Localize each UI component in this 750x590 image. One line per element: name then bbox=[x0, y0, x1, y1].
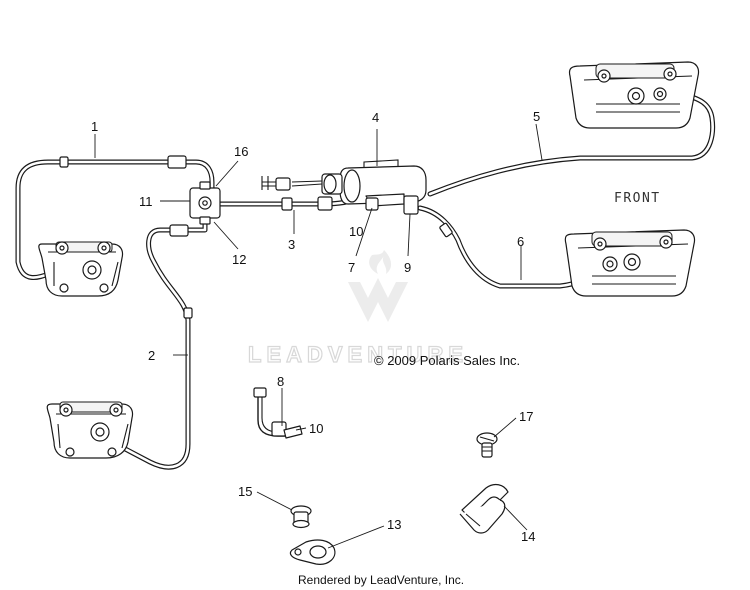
callout-14: 14 bbox=[521, 529, 535, 544]
leadventure-watermark: LEADVENTURE bbox=[247, 250, 468, 368]
callout-2: 2 bbox=[148, 348, 155, 363]
flange-bolt bbox=[290, 505, 312, 529]
copyright-notice: © 2009 Polaris Sales Inc. bbox=[374, 353, 520, 368]
callout-3: 3 bbox=[288, 237, 295, 252]
brake-line-5 bbox=[427, 91, 716, 197]
brake-caliper-upper-right bbox=[568, 61, 700, 129]
brake-caliper-lower-left bbox=[46, 401, 134, 459]
callout-15: 15 bbox=[238, 484, 252, 499]
button-head-screw bbox=[476, 432, 498, 458]
brake-tee-fitting bbox=[189, 181, 221, 225]
watermark-text: LEADVENTURE bbox=[248, 342, 468, 367]
leader-lines bbox=[94, 123, 543, 549]
brake-caliper-upper-left bbox=[38, 241, 124, 297]
brake-switch-assembly bbox=[253, 387, 303, 439]
callout-17: 17 bbox=[519, 409, 533, 424]
callout-13: 13 bbox=[387, 517, 401, 532]
callout-10-lower: 10 bbox=[309, 421, 323, 436]
callout-11: 11 bbox=[139, 194, 153, 209]
callout-labels: 1 2 3 4 5 6 7 8 9 10 10 11 12 13 14 15 1… bbox=[91, 109, 540, 544]
master-cylinder bbox=[261, 159, 427, 215]
spring-clip bbox=[459, 483, 509, 534]
callout-8: 8 bbox=[277, 374, 284, 389]
callout-6: 6 bbox=[517, 234, 524, 249]
p-clamp bbox=[289, 539, 336, 565]
callout-1: 1 bbox=[91, 119, 98, 134]
callout-9: 9 bbox=[404, 260, 411, 275]
rendered-by-footer: Rendered by LeadVenture, Inc. bbox=[298, 573, 464, 587]
callout-10-upper: 10 bbox=[349, 224, 363, 239]
callout-7: 7 bbox=[348, 260, 355, 275]
callout-5: 5 bbox=[533, 109, 540, 124]
callout-12: 12 bbox=[232, 252, 246, 267]
brake-line-2 bbox=[109, 215, 208, 470]
callout-16: 16 bbox=[234, 144, 248, 159]
brake-line-1 bbox=[15, 155, 215, 281]
front-orientation-label: FRONT bbox=[614, 191, 661, 206]
callout-4: 4 bbox=[372, 110, 379, 125]
brake-line-3 bbox=[215, 195, 361, 211]
brake-caliper-lower-right bbox=[564, 229, 696, 297]
